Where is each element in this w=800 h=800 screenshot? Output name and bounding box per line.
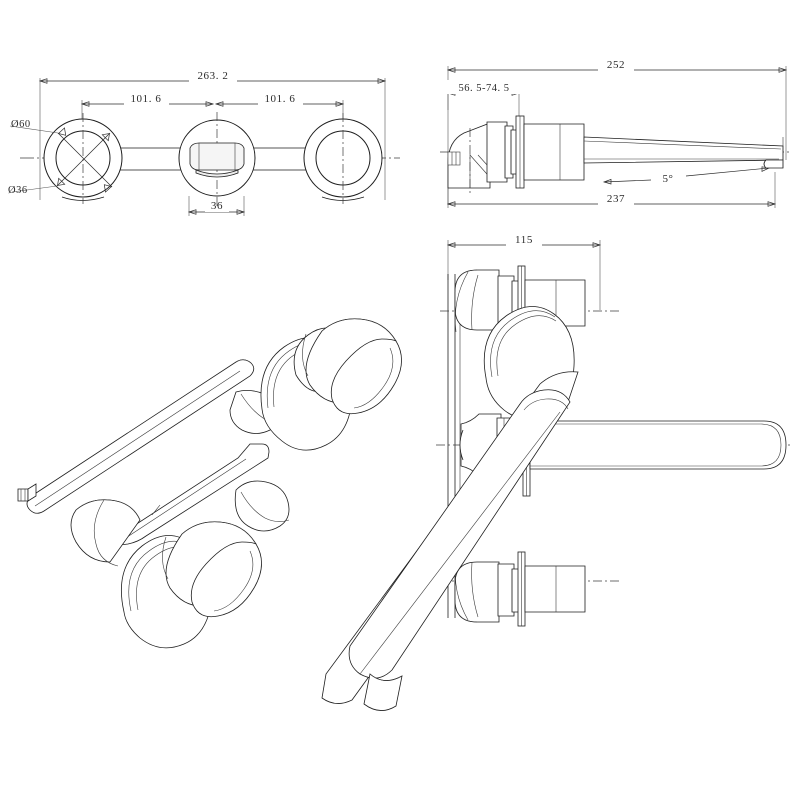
dim-escutcheon-outer-dia-label: Ø60	[11, 119, 31, 130]
dim-span-left: 101. 6	[80, 91, 215, 107]
iso-lower-handle	[70, 499, 262, 649]
section-barrel	[523, 123, 585, 181]
front-extension-lines	[39, 78, 386, 216]
front-diameter-leaders	[9, 125, 113, 193]
dim-escutcheon-inner-dia-label: Ø36	[8, 185, 28, 196]
dim-handle-projection-label: 115	[515, 234, 533, 246]
dim-wall-depth-range-label: 56. 5-74. 5	[459, 83, 510, 94]
elevation-bottom-valve	[440, 551, 620, 627]
dim-span-left-label: 101. 6	[130, 93, 161, 105]
section-neck-collars	[486, 121, 518, 183]
front-connecting-bars	[107, 147, 323, 171]
dim-spout-length-label: 237	[607, 193, 625, 205]
iso-front-rail	[111, 443, 270, 545]
dim-section-overall-length-label: 252	[607, 59, 625, 71]
section-elbow-body	[447, 122, 499, 196]
front-right-escutcheon	[303, 113, 383, 204]
dim-overall-width-label: 263. 2	[197, 70, 228, 82]
dim-wall-depth-range: 56. 5-74. 5	[446, 80, 522, 96]
front-middle-spout-body	[178, 112, 256, 206]
dim-handle-projection: 115	[446, 232, 602, 248]
elevation-extension-lines	[447, 240, 601, 310]
section-spout-tube	[583, 136, 784, 169]
iso-spout	[234, 306, 579, 711]
isometric-assembly	[17, 306, 579, 711]
iso-mounting-rail	[17, 359, 255, 514]
dim-span-right: 101. 6	[214, 91, 345, 107]
dim-section-overall-length: 252	[446, 57, 788, 73]
dim-spout-length: 237	[446, 191, 777, 207]
dim-overall-width: 263. 2	[38, 68, 387, 84]
dim-spout-angle-label: 5°	[662, 173, 673, 185]
dim-span-right-label: 101. 6	[264, 93, 295, 105]
dim-spout-angle: 5°	[602, 166, 771, 185]
iso-upper-handle	[260, 318, 402, 451]
